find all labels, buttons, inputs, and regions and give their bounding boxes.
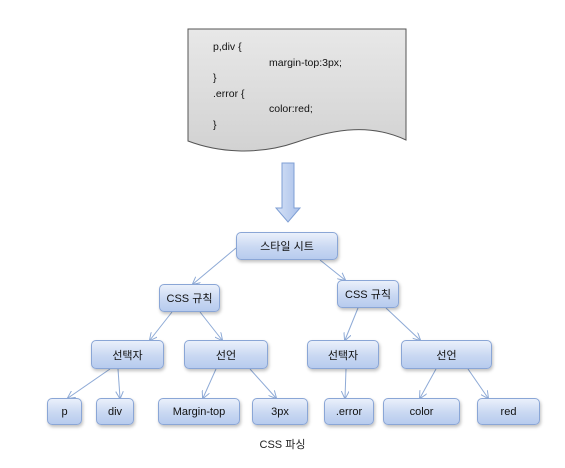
code-line: color:red; — [269, 103, 313, 115]
node-selector-1: 선택자 — [91, 340, 164, 369]
connector-root-to-r2 — [319, 259, 345, 280]
node-css-rule-1: CSS 규칙 — [159, 284, 220, 312]
connector-r2-to-d2 — [385, 307, 420, 340]
connector-s2-to-err — [345, 368, 346, 398]
node-value-3px: 3px — [252, 398, 308, 425]
connector-s1-to-p — [68, 368, 111, 398]
connector-s1-to-div — [118, 368, 120, 398]
document-shape — [187, 28, 407, 152]
connector-d1-to-mt — [203, 368, 217, 398]
connector-d1-to-3px — [249, 368, 276, 398]
big-down-arrow — [274, 162, 302, 223]
node-selector-div: div — [96, 398, 134, 425]
connector-r1-to-d1 — [199, 311, 222, 340]
connector-d2-to-red — [467, 368, 488, 398]
connector-r1-to-s1 — [150, 311, 173, 340]
code-line: .error { — [213, 87, 245, 100]
css-source-document: p,div { margin-top:3px; } .error { color… — [187, 28, 407, 153]
node-stylesheet: 스타일 시트 — [236, 232, 338, 260]
node-declaration-1: 선언 — [184, 340, 268, 369]
connector-root-to-r1 — [193, 247, 237, 284]
connector-d2-to-color — [420, 368, 437, 398]
connector-r2-to-s2 — [345, 307, 359, 340]
node-selector-error: .error — [324, 398, 374, 425]
node-property-margin-top: Margin-top — [158, 398, 240, 425]
node-property-color: color — [383, 398, 460, 425]
diagram-caption: CSS 파싱 — [259, 439, 306, 451]
code-line: p,div { — [213, 41, 242, 53]
code-line: } — [213, 72, 217, 84]
node-selector-p: p — [47, 398, 82, 425]
node-declaration-2: 선언 — [401, 340, 492, 369]
node-value-red: red — [477, 398, 540, 425]
code-line: } — [213, 118, 217, 131]
node-css-rule-2: CSS 규칙 — [337, 280, 399, 308]
node-selector-2: 선택자 — [307, 340, 379, 369]
code-lines: p,div { margin-top:3px; } .error { color… — [213, 40, 413, 133]
code-line: margin-top:3px; — [269, 56, 342, 69]
